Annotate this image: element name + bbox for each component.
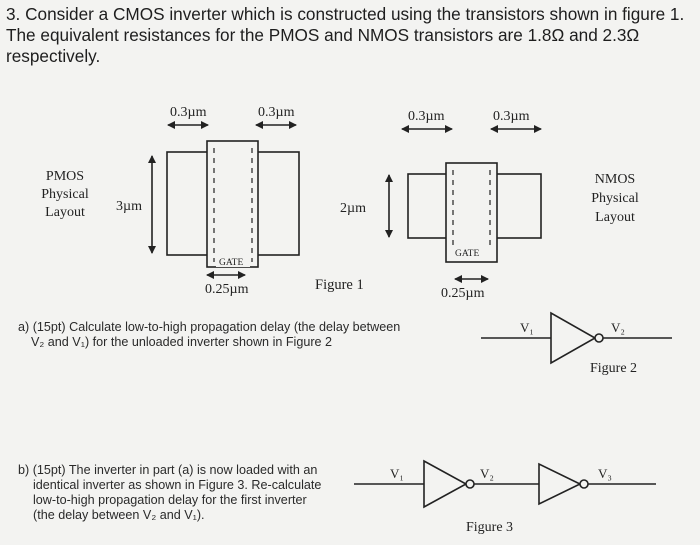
pmos-width-right-label: 0.3µm [258,105,295,120]
pmos-label-line3: Layout [45,205,85,220]
figure3-inverter1-bubble [465,479,475,489]
part-b-line4: (the delay between V₂ and V₁). [33,508,205,522]
nmos-label-line1: NMOS [594,172,636,187]
part-a-text: a) (15pt) Calculate low-to-high propagat… [18,320,458,350]
figure2-inverter-bubble [594,333,604,343]
pmos-height-label: 3µm [116,199,142,214]
nmos-gate-region [445,162,498,263]
nmos-height-label: 2µm [340,201,366,216]
figure3-v1-label: V₁ [390,466,404,481]
pmos-label: PMOS Physical Layout [34,168,96,222]
pmos-gate-label-bg [216,255,250,267]
part-b-line1: b) (15pt) The inverter in part (a) is no… [18,463,318,477]
figure1-caption: Figure 1 [315,277,364,293]
figure3-v3-label: V₃ [598,466,612,481]
part-b-line3: low-to-high propagation delay for the fi… [33,493,307,507]
nmos-label-line2: Physical [591,191,639,206]
nmos-gate-label: GATE [455,249,479,259]
nmos-width-right-label: 0.3µm [493,109,530,124]
pmos-gate-label: GATE [219,258,243,268]
figure3-v2-label: V₂ [480,466,494,481]
pmos-label-line2: Physical [41,187,89,202]
nmos-label: NMOS Physical Layout [582,170,648,227]
part-a-line1: a) (15pt) Calculate low-to-high propagat… [18,320,401,334]
part-a-line2: V₂ and V₁) for the unloaded inverter sho… [31,335,333,349]
pmos-width-left-label: 0.3µm [170,105,207,120]
pmos-gate-region [206,140,259,268]
figure2-v1-label: V₁ [520,320,534,335]
figure3-inverter2-symbol [538,462,582,506]
part-b-text: b) (15pt) The inverter in part (a) is no… [18,463,358,523]
figure3-inverter2-bubble [579,479,589,489]
nmos-gate-length-label: 0.25µm [441,286,485,301]
question-text: 3. Consider a CMOS inverter which is con… [6,4,685,66]
figure2-inverter-symbol [550,311,597,365]
part-b-line2: identical inverter as shown in Figure 3.… [33,478,322,492]
nmos-label-line3: Layout [595,210,635,225]
nmos-width-left-label: 0.3µm [408,109,445,124]
figure3-caption: Figure 3 [466,520,513,535]
pmos-label-line1: PMOS [45,169,85,184]
figure2-caption: Figure 2 [590,361,637,376]
figure3-inverter1-symbol [423,459,468,509]
figure2-v2-label: V₂ [611,320,625,335]
pmos-gate-length-label: 0.25µm [205,282,249,297]
